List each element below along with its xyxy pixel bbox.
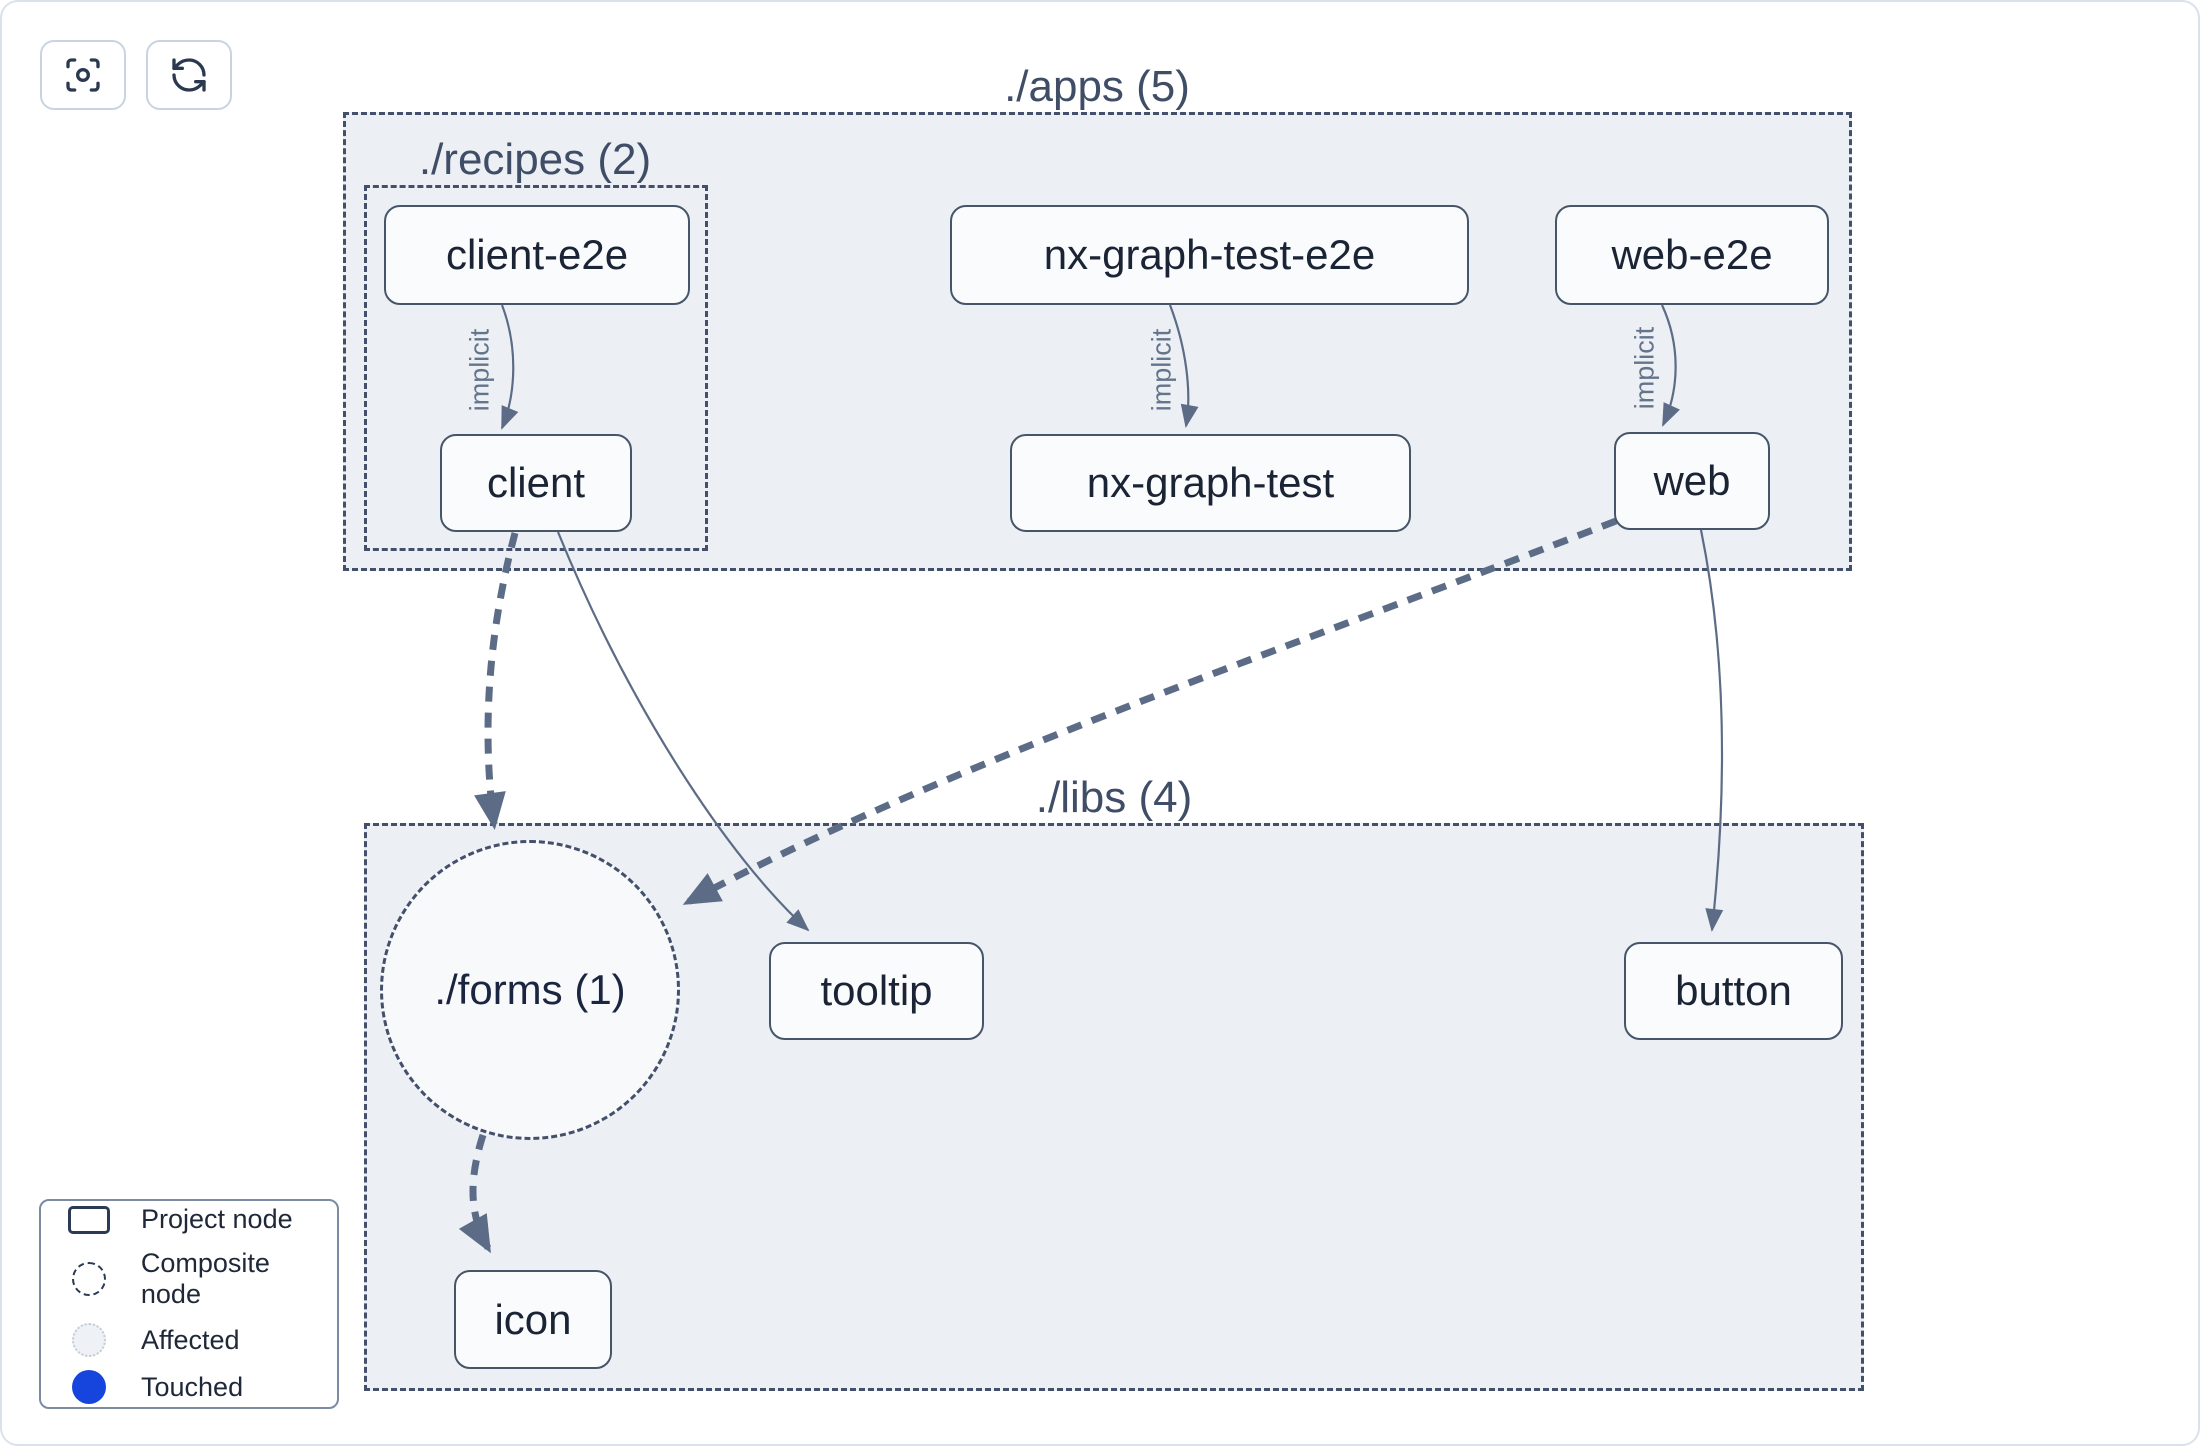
edge-web-to-button[interactable]	[1699, 529, 1724, 932]
legend-item-touched: Touched	[41, 1370, 337, 1404]
node-web-label: web	[1653, 457, 1731, 504]
legend-item-composite-node: Composite node	[41, 1248, 337, 1310]
refresh-button[interactable]	[146, 40, 232, 110]
node-tooltip[interactable]: tooltip	[769, 942, 984, 1040]
node-web[interactable]: web	[1614, 432, 1770, 530]
group-libs-label: ./libs (4)	[1035, 773, 1193, 822]
focus-button[interactable]	[40, 40, 126, 110]
node-client-e2e-label: client-e2e	[445, 231, 629, 278]
legend-item-project-node: Project node	[41, 1204, 337, 1235]
group-recipes-label: ./recipes (2)	[418, 135, 652, 184]
edge-client-e2e-to-client[interactable]	[500, 304, 519, 430]
edge-label-implicit: implicit	[464, 328, 495, 412]
node-client[interactable]: client	[440, 434, 632, 532]
node-icon[interactable]: icon	[454, 1270, 612, 1369]
affected-swatch	[72, 1323, 106, 1357]
node-button-label: button	[1675, 967, 1792, 1014]
node-nx-graph-test[interactable]: nx-graph-test	[1010, 434, 1411, 532]
touched-swatch	[72, 1370, 106, 1404]
edge-web-e2e-to-web[interactable]	[1661, 304, 1680, 427]
composite-node-forms-label: ./forms (1)	[434, 966, 626, 1013]
toolbar	[40, 40, 232, 110]
legend-label: Affected	[141, 1324, 240, 1355]
node-client-e2e[interactable]: client-e2e	[384, 205, 690, 305]
edge-forms-to-icon[interactable]	[458, 1133, 492, 1254]
edge-client-to-forms[interactable]	[474, 532, 519, 830]
composite-node-forms[interactable]: ./forms (1)	[380, 840, 680, 1140]
node-web-e2e[interactable]: web-e2e	[1555, 205, 1829, 305]
group-apps-label: ./apps (5)	[1004, 62, 1190, 111]
edge-label-implicit: implicit	[1146, 328, 1177, 412]
node-client-label: client	[486, 459, 586, 506]
node-nx-graph-test-e2e-label: nx-graph-test-e2e	[1043, 231, 1376, 278]
node-tooltip-label: tooltip	[820, 967, 933, 1014]
project-node-swatch	[68, 1205, 110, 1234]
legend-item-affected: Affected	[41, 1323, 337, 1357]
node-button[interactable]: button	[1624, 942, 1843, 1040]
node-nx-graph-test-e2e[interactable]: nx-graph-test-e2e	[950, 205, 1469, 305]
node-icon-label: icon	[494, 1295, 572, 1343]
node-nx-graph-test-label: nx-graph-test	[1086, 459, 1335, 506]
legend-label: Touched	[141, 1371, 244, 1402]
edge-label-implicit: implicit	[1629, 326, 1660, 410]
legend-label: Project node	[141, 1204, 293, 1234]
edge-client-to-tooltip[interactable]	[556, 531, 810, 932]
refresh-icon	[172, 58, 206, 92]
edge-web-to-forms[interactable]	[682, 517, 1618, 906]
node-web-e2e-label: web-e2e	[1611, 231, 1773, 278]
legend: Project node Composite node Affected Tou…	[39, 1199, 339, 1409]
edge-nx-graph-test-e2e-to-nx-graph-test[interactable]	[1168, 304, 1199, 428]
legend-label: Composite node	[140, 1248, 270, 1309]
scan-focus-icon	[66, 58, 100, 92]
composite-node-swatch	[71, 1262, 106, 1296]
